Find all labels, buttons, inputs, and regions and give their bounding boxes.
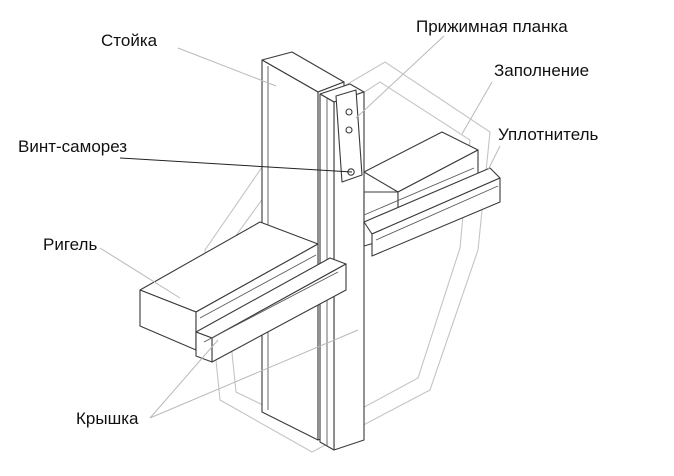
label-vint-samorez: Винт-саморез [18, 137, 128, 156]
label-uplotnitel: Уплотнитель [498, 125, 599, 144]
label-rigel: Ригель [43, 235, 98, 254]
label-stoyka: Стойка [101, 31, 158, 50]
screw-bracket [335, 89, 363, 183]
transom-left [139, 221, 347, 363]
label-kryshka: Крышка [76, 409, 139, 428]
label-prizhimnaya-planka: Прижимная планка [416, 17, 568, 36]
label-zapolnenie: Заполнение [494, 61, 590, 80]
transom-right [363, 131, 501, 257]
leader-lines [99, 35, 501, 419]
